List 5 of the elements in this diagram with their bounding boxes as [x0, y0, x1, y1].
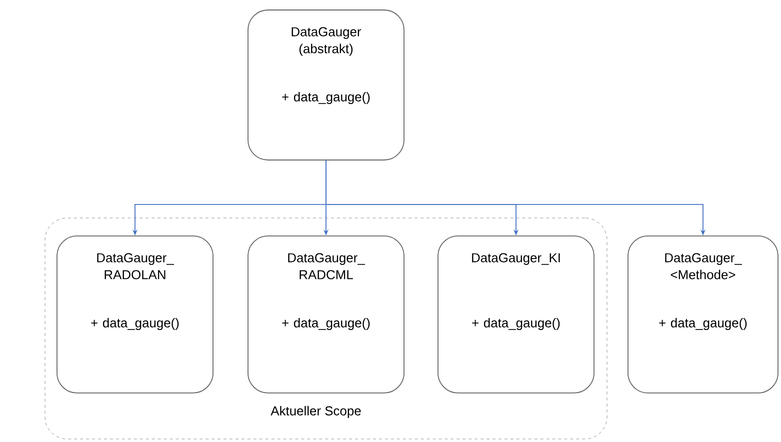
- class-box: DataGauger_ <Methode> + data_gauge(): [628, 236, 778, 394]
- class-box: DataGauger_ RADCML + data_gauge(): [248, 236, 404, 394]
- class-box: DataGauger (abstrakt) + data_gauge(): [248, 10, 404, 160]
- class-box: DataGauger_KI + data_gauge(): [438, 236, 594, 394]
- class-box: DataGauger_ RADOLAN + data_gauge(): [56, 236, 214, 394]
